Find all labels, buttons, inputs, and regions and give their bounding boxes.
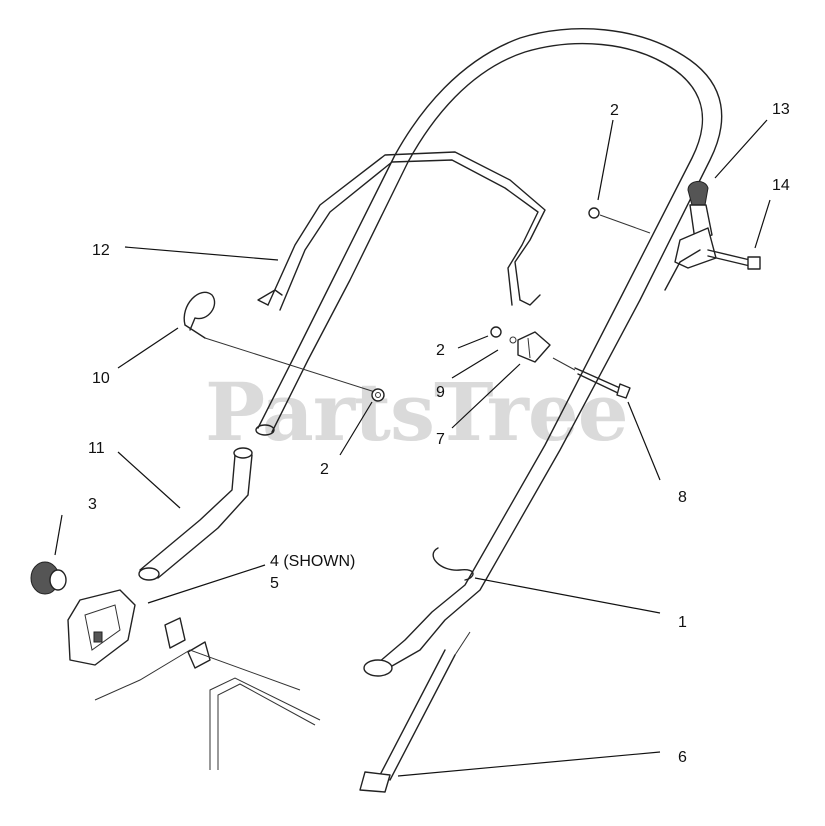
callout-1: 1 [678, 614, 687, 631]
callout-7: 7 [436, 431, 445, 448]
lower-handle-part-11 [138, 447, 253, 581]
leader-lines [54, 119, 771, 777]
callout-2-middle: 2 [436, 342, 445, 359]
upper-handle-end [363, 659, 393, 677]
bolt-part-14 [707, 249, 761, 270]
callout-2-lower: 2 [320, 461, 329, 478]
nut-part-2-upper [588, 207, 651, 234]
callout-8: 8 [678, 489, 687, 506]
nut-part-2-middle [490, 326, 517, 344]
cable-part-6 [359, 631, 471, 793]
callout-3: 3 [88, 496, 97, 513]
callout-9: 9 [436, 384, 445, 401]
bracket-part-7 [517, 331, 551, 363]
callout-2-upper: 2 [610, 102, 619, 119]
throttle-control-part-13 [664, 181, 717, 291]
callout-5: 5 [270, 575, 279, 592]
partstree-watermark: PartsTree [205, 365, 629, 459]
bolt-part-8 [552, 357, 631, 399]
upper-handle-part-1 [255, 28, 723, 677]
callout-13: 13 [772, 101, 790, 118]
callout-10: 10 [92, 370, 110, 387]
callout-14: 14 [772, 177, 790, 194]
callout-6: 6 [678, 749, 687, 766]
nut-part-2-lower [371, 388, 385, 402]
pin-part-10 [183, 291, 376, 393]
callout-4: 4 (SHOWN) [270, 553, 355, 570]
callout-11: 11 [88, 440, 105, 457]
callout-12: 12 [92, 242, 110, 259]
knob-part-3 [30, 561, 67, 595]
bail-bar-part-12 [257, 151, 546, 311]
handle-clip [432, 547, 474, 581]
handle-bracket-part-4-5 [67, 589, 321, 770]
